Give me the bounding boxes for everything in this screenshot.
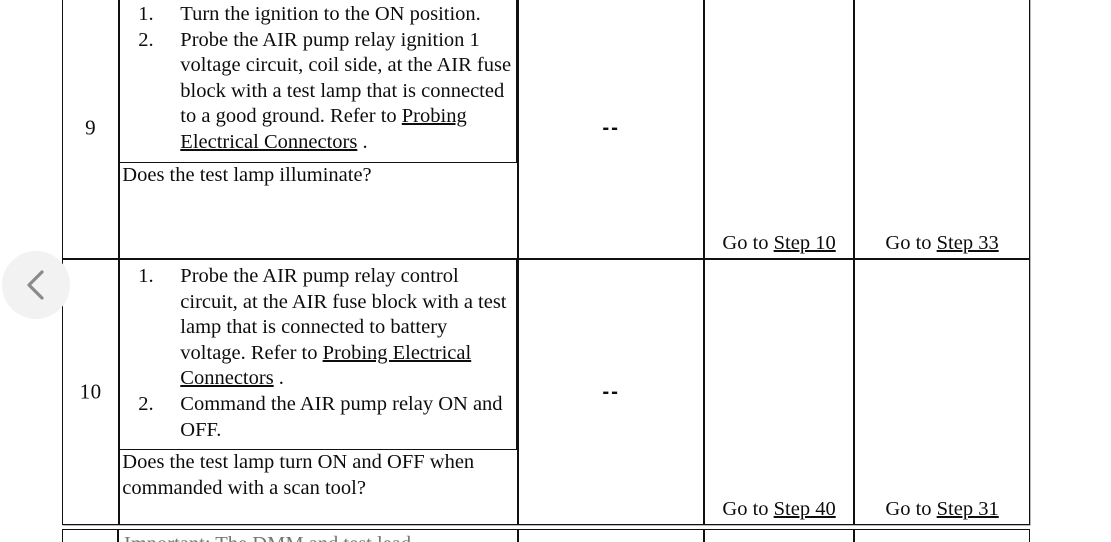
list-item: Probe the AIR pump relay control circuit… xyxy=(138,264,512,392)
no-cell: Go to Step 31 xyxy=(854,259,1030,525)
peek-step-cell xyxy=(62,529,118,542)
instruction-text: Command the AIR pump relay ON and OFF. xyxy=(180,392,503,441)
yes-step-link[interactable]: Step 40 xyxy=(773,498,836,520)
no-branch: Go to Step 31 xyxy=(855,497,1029,522)
no-step-link[interactable]: Step 31 xyxy=(936,498,999,520)
cross-reference-link[interactable]: Probing Electrical Connectors xyxy=(180,341,472,390)
yes-step-link[interactable]: Step 10 xyxy=(773,232,836,254)
peek-no-cell xyxy=(854,529,1030,542)
value-text: -- xyxy=(602,380,620,403)
action-cell: Probe the AIR pump relay control circuit… xyxy=(119,259,519,525)
no-step-link[interactable]: Step 33 xyxy=(936,232,999,254)
list-item: Turn the ignition to the ON position. xyxy=(138,2,512,28)
step-number: 9 xyxy=(85,115,97,140)
step-number-cell: 10 xyxy=(62,259,120,525)
instruction-text: Turn the ignition to the ON position. xyxy=(180,3,481,25)
chevron-left-icon xyxy=(23,268,49,302)
no-branch: Go to Step 33 xyxy=(855,231,1029,256)
instruction-list: Turn the ignition to the ON position. Pr… xyxy=(120,2,512,156)
yes-prefix: Go to xyxy=(722,498,774,520)
instruction-box: Probe the AIR pump relay control circuit… xyxy=(120,260,518,451)
cross-reference-link[interactable]: Probing Electrical Connectors xyxy=(180,105,467,153)
peek-yes-cell xyxy=(704,529,854,542)
yes-cell: Go to Step 10 xyxy=(703,0,855,259)
no-prefix: Go to xyxy=(885,232,937,254)
table-row: 10 Probe the AIR pump relay control circ… xyxy=(62,259,1030,525)
peek-action-cell xyxy=(118,529,518,542)
list-item: Probe the AIR pump relay ignition 1 volt… xyxy=(138,28,512,156)
yes-branch: Go to Step 10 xyxy=(705,231,853,256)
peek-text: Important: The DMM and test lead xyxy=(124,532,411,542)
table-row: 9 Turn the ignition to the ON position. … xyxy=(62,0,1030,259)
instruction-box: Turn the ignition to the ON position. Pr… xyxy=(120,0,518,163)
instruction-text-post: . xyxy=(357,130,368,153)
step-number: 10 xyxy=(79,379,102,404)
next-row-preview: Important: The DMM and test lead xyxy=(62,529,1030,542)
previous-image-button[interactable] xyxy=(2,251,70,319)
instruction-list: Probe the AIR pump relay control circuit… xyxy=(120,264,512,443)
instruction-text-pre: Probe the AIR pump relay ignition 1 volt… xyxy=(180,28,512,128)
action-cell: Turn the ignition to the ON position. Pr… xyxy=(119,0,519,259)
yes-branch: Go to Step 40 xyxy=(705,497,853,522)
no-cell: Go to Step 33 xyxy=(854,0,1030,259)
question-text: Does the test lamp turn ON and OFF when … xyxy=(122,451,475,499)
instruction-text-post: . xyxy=(273,367,284,390)
yes-prefix: Go to xyxy=(722,232,774,254)
list-item: Command the AIR pump relay ON and OFF. xyxy=(138,392,512,443)
yes-cell: Go to Step 40 xyxy=(703,259,855,525)
value-cell: -- xyxy=(518,0,704,259)
value-cell: -- xyxy=(518,259,704,525)
instruction-text-pre: Probe the AIR pump relay control circuit… xyxy=(180,265,507,364)
value-text: -- xyxy=(602,116,620,139)
peek-value-cell xyxy=(518,529,704,542)
no-prefix: Go to xyxy=(885,498,937,520)
diagnostic-table: 9 Turn the ignition to the ON position. … xyxy=(62,0,1030,525)
step-number-cell: 9 xyxy=(62,0,120,259)
question-text: Does the test lamp illuminate? xyxy=(122,163,372,186)
